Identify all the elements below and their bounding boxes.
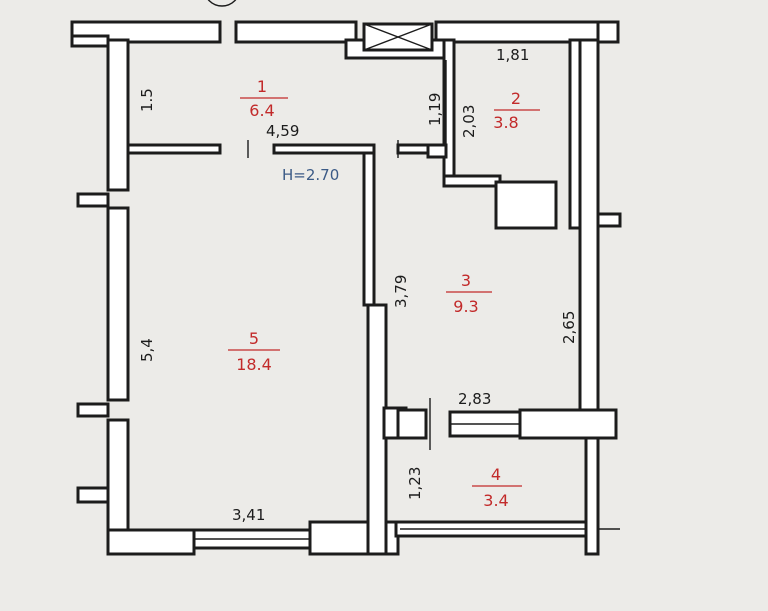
wall-3-4-right	[518, 408, 618, 440]
dim-1-81: 1,81	[496, 46, 529, 64]
wall-partition-1-5-a	[126, 143, 222, 155]
room-2-area: 3.8	[493, 113, 518, 132]
room-2-label: 2 3.8	[493, 89, 540, 132]
room-4-label: 4 3.4	[472, 465, 522, 510]
wall-bottom-left	[106, 528, 196, 556]
room-4-area: 3.4	[483, 491, 508, 510]
room-5-label: 5 18.4	[228, 329, 280, 374]
dim-5-4: 5,4	[138, 338, 156, 362]
dimensions: 1.5 4,59 1,81 1,19 2,03 3,79 2,65 5,4 2,…	[138, 46, 578, 524]
duct-box	[494, 180, 558, 230]
walls	[70, 20, 622, 556]
vent-cross-2	[363, 23, 433, 51]
room-3-area: 9.3	[453, 297, 478, 316]
window-right	[596, 212, 622, 228]
dim-3-79: 3,79	[392, 275, 410, 308]
door-swing-mark	[207, 0, 237, 7]
window-left-1	[76, 192, 110, 208]
wall-partition-5-3-top	[362, 151, 376, 307]
dim-4-59: 4,59	[266, 122, 299, 140]
room-2-number: 2	[511, 89, 521, 108]
wall-partition-1-5-b	[272, 143, 376, 155]
room-1-number: 1	[257, 77, 267, 96]
wall-right-outer-cap	[596, 20, 620, 44]
room-1-area: 6.4	[249, 101, 274, 120]
window-left-3	[76, 486, 110, 504]
dim-2-03: 2,03	[460, 105, 478, 138]
wall-room4-right	[584, 436, 600, 556]
dim-2-83: 2,83	[458, 390, 491, 408]
wall-left-outer-top	[70, 34, 110, 48]
dim-1-19: 1,19	[426, 93, 444, 126]
dim-1-5: 1.5	[138, 88, 156, 112]
room-3-number: 3	[461, 271, 471, 290]
wall-3-4-left	[396, 408, 428, 440]
wall-left-mid	[106, 206, 130, 402]
room-labels: 1 6.4 2 3.8 3 9.3 4 3.4 5 18.4	[228, 77, 540, 510]
wall-room2-door-frame	[426, 143, 448, 159]
window-left-2	[76, 402, 110, 418]
dim-2-65: 2,65	[560, 311, 578, 344]
room-1-label: 1 6.4	[240, 77, 288, 120]
room-5-number: 5	[249, 329, 259, 348]
wall-top-mid	[234, 20, 358, 44]
room-5-area: 18.4	[236, 355, 272, 374]
room-4-number: 4	[491, 465, 501, 484]
room-3-label: 3 9.3	[446, 271, 492, 316]
dim-1-23: 1,23	[406, 467, 424, 500]
ceiling-height-label: H=2.70	[282, 166, 339, 184]
wall-room2-bottom	[442, 174, 502, 188]
wall-left-top	[106, 38, 130, 192]
dim-3-41: 3,41	[232, 506, 265, 524]
wall-right-top	[578, 38, 600, 412]
